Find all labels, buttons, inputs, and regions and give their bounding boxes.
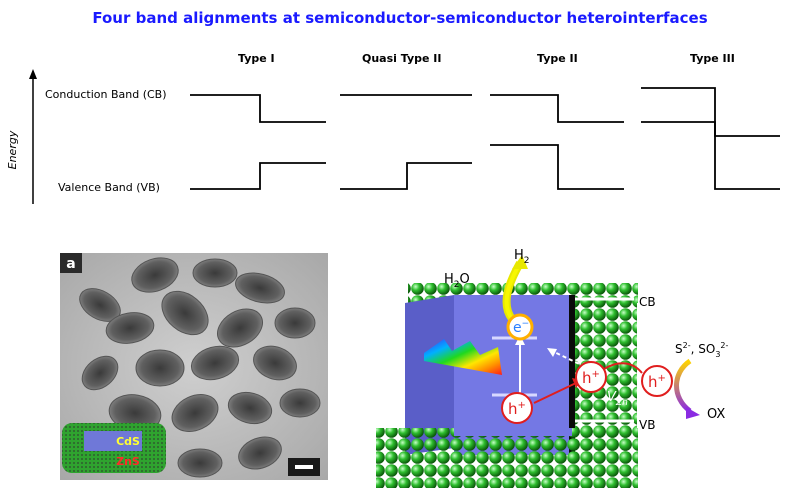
hole-outside — [641, 365, 673, 397]
hole-transfer-arrow — [533, 382, 577, 404]
shell-label: ZnS — [116, 455, 140, 468]
type-ii-cb-line — [490, 94, 624, 123]
hole-escape-arrow — [603, 362, 643, 374]
type-i-cb-line — [190, 94, 326, 123]
type-header: Type I — [238, 52, 275, 65]
type-header: Type III — [690, 52, 735, 65]
shell-bottom — [376, 428, 638, 488]
h2-label: H2 — [514, 248, 530, 266]
photocatalysis-schematic: H2 H2O e− h+ h+ h+ VZn CB VB S2-, SO32- … — [376, 248, 728, 488]
panel-label: a — [66, 256, 75, 272]
nanoparticles — [79, 257, 321, 478]
scale-bar — [295, 465, 313, 469]
electron-label: e− — [513, 319, 529, 336]
hole-interface-label: h+ — [582, 369, 600, 387]
interface-layer — [569, 295, 575, 455]
type-ii-vb-line — [490, 144, 624, 190]
hole-transfer-dashed — [549, 349, 595, 372]
cb-label: Conduction Band (CB) — [45, 88, 167, 101]
hole-interface — [575, 361, 607, 393]
figure-title: Four band alignments at semiconductor-se… — [92, 9, 708, 27]
type-header: Type II — [537, 52, 578, 65]
h2o-label: H2O — [444, 272, 470, 290]
type-header: Quasi Type II — [362, 52, 442, 65]
vb-label: Valence Band (VB) — [58, 181, 160, 194]
electron — [506, 313, 534, 341]
light-wave — [424, 339, 502, 375]
type-i-vb-line — [190, 162, 326, 190]
vb-label-right: VB — [639, 418, 655, 432]
core-side-face — [405, 295, 454, 455]
band-alignment-diagram: Energy — [6, 69, 780, 204]
panel-label-box — [60, 253, 82, 273]
hole-core-label: h+ — [508, 400, 526, 418]
sacrificial-agent-label: S2-, SO32- — [675, 341, 728, 359]
hole-outside-label: h+ — [648, 373, 666, 391]
energy-axis-label: Energy — [6, 130, 19, 169]
energy-axis-arrowhead — [29, 69, 37, 79]
core-shell-inset — [62, 423, 166, 473]
core-label: CdS — [116, 435, 140, 448]
quasi-type-ii-vb-line — [340, 162, 472, 190]
oxidation-arrow — [674, 358, 692, 414]
core-bottom-mask — [454, 428, 572, 436]
tem-micrograph: a CdS ZnS — [60, 253, 328, 480]
hole-core — [501, 392, 533, 424]
type-iii-cb-line — [641, 87, 780, 137]
vacancy-label: VZn — [607, 390, 628, 408]
type-iii-vb-line — [641, 121, 780, 190]
ox-label: OX — [707, 407, 725, 422]
cb-label-right: CB — [639, 295, 656, 309]
